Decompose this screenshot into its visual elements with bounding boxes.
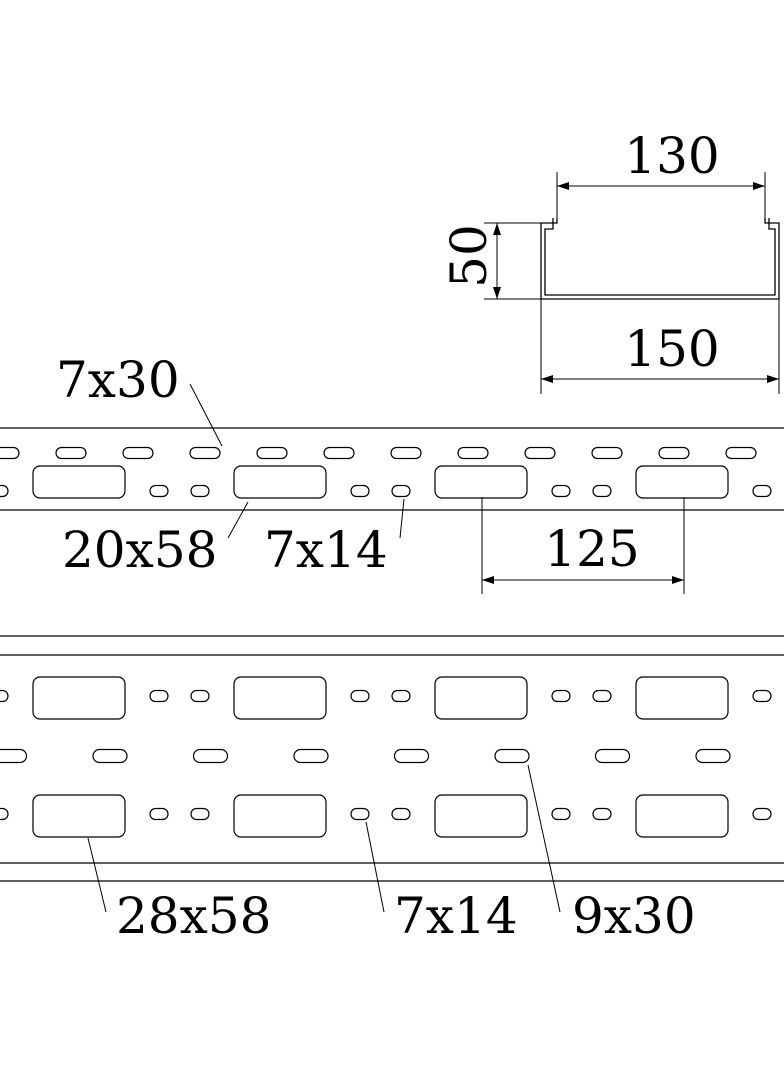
leader-9x30 — [527, 764, 561, 913]
small-hole — [0, 689, 9, 703]
center-slot — [92, 748, 128, 764]
leader-7x14-base — [365, 821, 385, 913]
small-hole — [149, 807, 169, 821]
large-hole — [32, 794, 126, 838]
small-hole — [592, 689, 612, 703]
small-hole — [752, 484, 772, 498]
slot-hole — [524, 446, 556, 460]
center-slot — [695, 748, 731, 764]
center-slot — [192, 748, 229, 764]
side-strip: 125 7x30 20x58 7x14 — [0, 351, 784, 594]
label-9x30: 9x30 — [572, 887, 696, 945]
slot-hole — [457, 446, 489, 460]
slot-hole — [122, 446, 154, 460]
center-slot — [0, 748, 28, 764]
large-hole — [635, 676, 729, 720]
large-hole — [635, 794, 729, 838]
large-hole — [32, 676, 126, 720]
small-hole — [149, 484, 169, 498]
large-hole — [434, 794, 528, 838]
small-hole — [149, 689, 169, 703]
small-hole — [592, 807, 612, 821]
label-20x58: 20x58 — [62, 521, 217, 579]
dim-label-130: 130 — [624, 127, 719, 185]
large-hole — [635, 465, 729, 499]
leader-7x14-side — [399, 498, 405, 539]
large-hole — [233, 465, 327, 499]
large-hole — [233, 676, 327, 720]
label-28x58: 28x58 — [116, 887, 271, 945]
slot-hole — [55, 446, 87, 460]
label-7x30: 7x30 — [56, 351, 180, 409]
slot-hole — [390, 446, 422, 460]
dim-label-125: 125 — [544, 520, 639, 578]
side-strip-holes — [0, 446, 772, 499]
slot-hole — [591, 446, 623, 460]
slot-hole — [189, 446, 221, 460]
slot-hole — [658, 446, 690, 460]
large-hole — [32, 465, 126, 499]
small-hole — [551, 484, 571, 498]
small-hole — [190, 484, 210, 498]
small-hole — [350, 807, 370, 821]
channel-profile: 130 150 50 — [440, 127, 780, 394]
leader-7x30 — [189, 383, 223, 447]
small-hole — [391, 689, 411, 703]
small-hole — [350, 484, 370, 498]
leader-28x58 — [87, 837, 107, 913]
large-hole — [434, 465, 528, 499]
large-hole — [233, 794, 327, 838]
dim-label-150: 150 — [624, 320, 719, 378]
small-hole — [592, 484, 612, 498]
center-slot — [393, 748, 430, 764]
small-hole — [350, 689, 370, 703]
center-slot — [594, 748, 631, 764]
large-hole — [434, 676, 528, 720]
small-hole — [0, 484, 9, 498]
small-hole — [551, 689, 571, 703]
center-slot — [494, 748, 530, 764]
small-hole — [752, 689, 772, 703]
small-hole — [551, 807, 571, 821]
profile-inner-outline — [544, 218, 776, 296]
small-hole — [190, 807, 210, 821]
small-hole — [0, 807, 9, 821]
slot-hole — [0, 446, 20, 460]
dim-label-50: 50 — [440, 224, 498, 288]
base-strip-holes — [0, 676, 772, 838]
leader-20x58 — [227, 501, 249, 539]
center-slot — [293, 748, 329, 764]
slot-hole — [725, 446, 757, 460]
small-hole — [391, 484, 411, 498]
small-hole — [752, 807, 772, 821]
slot-hole — [256, 446, 288, 460]
profile-outer-outline — [540, 218, 780, 300]
label-7x14-side: 7x14 — [264, 521, 388, 579]
base-strip: 28x58 7x14 9x30 — [0, 635, 784, 945]
small-hole — [391, 807, 411, 821]
label-7x14-base: 7x14 — [394, 887, 518, 945]
slot-hole — [323, 446, 355, 460]
small-hole — [190, 689, 210, 703]
